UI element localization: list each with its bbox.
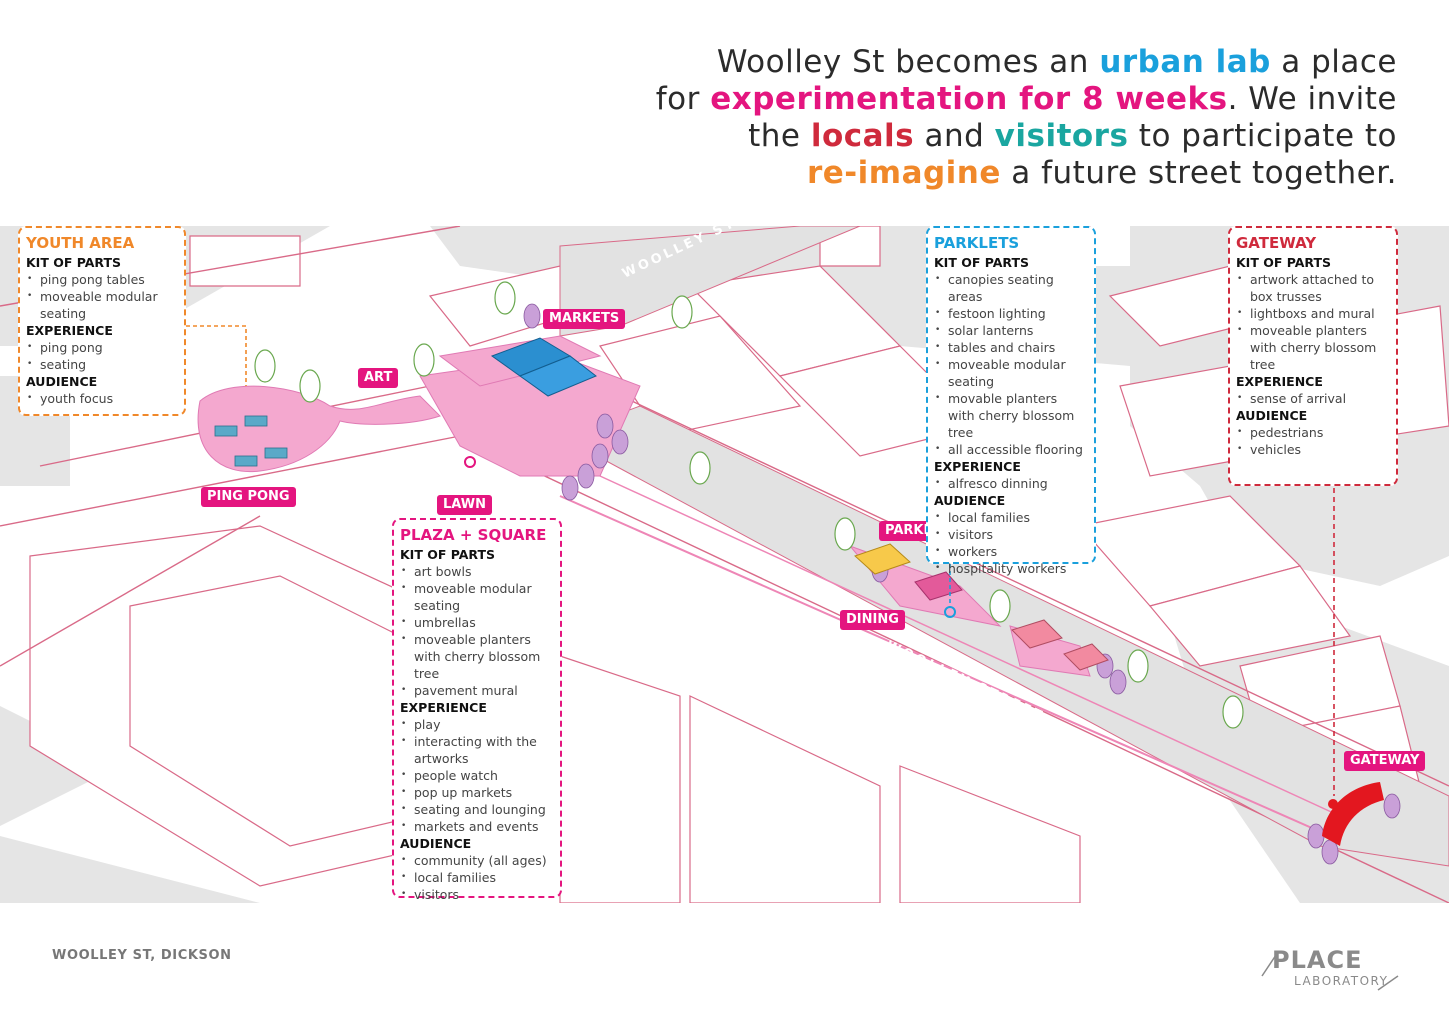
list-item: moveable modular seating [400,580,552,614]
logo-swoosh-icon [1261,951,1399,991]
gateway-artwork [1322,782,1384,846]
list-item: tables and chairs [934,339,1086,356]
plaza-kit-heading: KIT OF PARTS [400,547,496,562]
market-canopies [490,337,597,397]
parklets-title: PARKLETS [934,234,1020,252]
parklets-box: PARKLETS KIT OF PARTS canopies seating a… [926,226,1096,577]
list-item: pedestrians [1236,424,1388,441]
gateway-kit-heading: KIT OF PARTS [1236,255,1332,270]
street-pink-line-2 [599,475,1341,817]
plaza-aud-list: community (all ages) local families visi… [400,852,552,903]
list-item: sense of arrival [1236,390,1388,407]
parklets-kit-heading: KIT OF PARTS [934,255,1030,270]
gateway-exp-heading: EXPERIENCE [1236,374,1323,389]
lawn-marker [464,456,476,468]
list-item: local families [934,509,1086,526]
headline: Woolley St becomes an urban lab a place … [577,44,1397,192]
list-item: visitors [400,886,552,903]
youth-exp-list: ping pong seating [26,339,176,373]
headline-line-1: Woolley St becomes an urban lab a place [716,44,1397,80]
plaza-kit-list: art bowls moveable modular seating umbre… [400,563,552,699]
list-item: seating [26,356,176,373]
logo-laboratory: LABORATORY [1294,974,1389,988]
parklets-aud-list: local families visitors workers hospital… [934,509,1086,577]
list-item: solar lanterns [934,322,1086,339]
plaza-title: PLAZA + SQUARE [400,526,547,544]
gateway-aud-heading: AUDIENCE [1236,408,1308,423]
list-item: art bowls [400,563,552,580]
youth-aud-list: youth focus [26,390,176,407]
list-item: hospitality workers [934,560,1086,577]
list-item: people watch [400,767,552,784]
tag-lawn: LAWN [437,495,492,515]
list-item: workers [934,543,1086,560]
list-item: ping pong tables [26,271,176,288]
gateway-title: GATEWAY [1236,234,1317,252]
headline-line-3: the locals and visitors to participate t… [748,118,1397,154]
list-item: festoon lighting [934,305,1086,322]
parklets-exp-list: alfresco dinning [934,475,1086,492]
list-item: markets and events [400,818,552,835]
headline-line-4: re-imagine a future street together. [806,155,1397,191]
list-item: local families [400,869,552,886]
tag-ping-pong: PING PONG [201,487,296,507]
list-item: vehicles [1236,441,1388,458]
youth-kit-list: ping pong tables moveable modular seatin… [26,271,176,322]
list-item: movable planters with cherry blossom tre… [934,390,1086,441]
trees [254,281,1244,729]
gateway-exp-list: sense of arrival [1236,390,1388,407]
street-pink-line [559,495,1331,837]
list-item: pop up markets [400,784,552,801]
list-item: moveable planters with cherry blossom tr… [400,631,552,682]
list-item: interacting with the artworks [400,733,552,767]
parklets-exp-heading: EXPERIENCE [934,459,1021,474]
gateway-aud-list: pedestrians vehicles [1236,424,1388,458]
list-item: umbrellas [400,614,552,631]
headline-line-2: for experimentation for 8 weeks. We invi… [655,81,1397,117]
list-item: all accessible flooring [934,441,1086,458]
tag-markets: MARKETS [543,309,626,329]
youth-leader [186,325,247,386]
youth-kit-heading: KIT OF PARTS [26,255,122,270]
plaza-exp-list: play interacting with the artworks peopl… [400,716,552,835]
list-item: play [400,716,552,733]
list-item: seating and lounging [400,801,552,818]
list-item: moveable modular seating [26,288,176,322]
logo-place: PLACE [1272,946,1363,974]
plaza-square-box: PLAZA + SQUARE KIT OF PARTS art bowls mo… [392,518,562,903]
ping-pong-tables [214,415,288,467]
list-item: alfresco dinning [934,475,1086,492]
tag-gateway: GATEWAY [1344,751,1426,771]
plaza-aud-heading: AUDIENCE [400,836,472,851]
gateway-box: GATEWAY KIT OF PARTS artwork attached to… [1228,226,1398,486]
list-item: canopies seating areas [934,271,1086,305]
youth-area-title: YOUTH AREA [26,234,135,252]
list-item: youth focus [26,390,176,407]
list-item: moveable modular seating [934,356,1086,390]
parklets-kit-list: canopies seating areas festoon lighting … [934,271,1086,458]
list-item: moveable planters with cherry blossom tr… [1236,322,1388,373]
list-item: community (all ages) [400,852,552,869]
place-laboratory-logo: PLACE LABORATORY [1258,946,1408,994]
tag-dining: DINING [840,610,905,630]
tag-art: ART [358,368,399,388]
youth-exp-heading: EXPERIENCE [26,323,113,338]
list-item: ping pong [26,339,176,356]
youth-area-box: YOUTH AREA KIT OF PARTS ping pong tables… [18,226,186,416]
gateway-kit-list: artwork attached to box trusses lightbox… [1236,271,1388,373]
list-item: artwork attached to box trusses [1236,271,1388,305]
location-label: WOOLLEY ST, DICKSON [52,948,232,963]
parklets-aud-heading: AUDIENCE [934,493,1006,508]
list-item: visitors [934,526,1086,543]
parklets-marker [944,606,956,618]
list-item: pavement mural [400,682,552,699]
plaza-exp-heading: EXPERIENCE [400,700,487,715]
youth-aud-heading: AUDIENCE [26,374,98,389]
list-item: lightboxs and mural [1236,305,1388,322]
